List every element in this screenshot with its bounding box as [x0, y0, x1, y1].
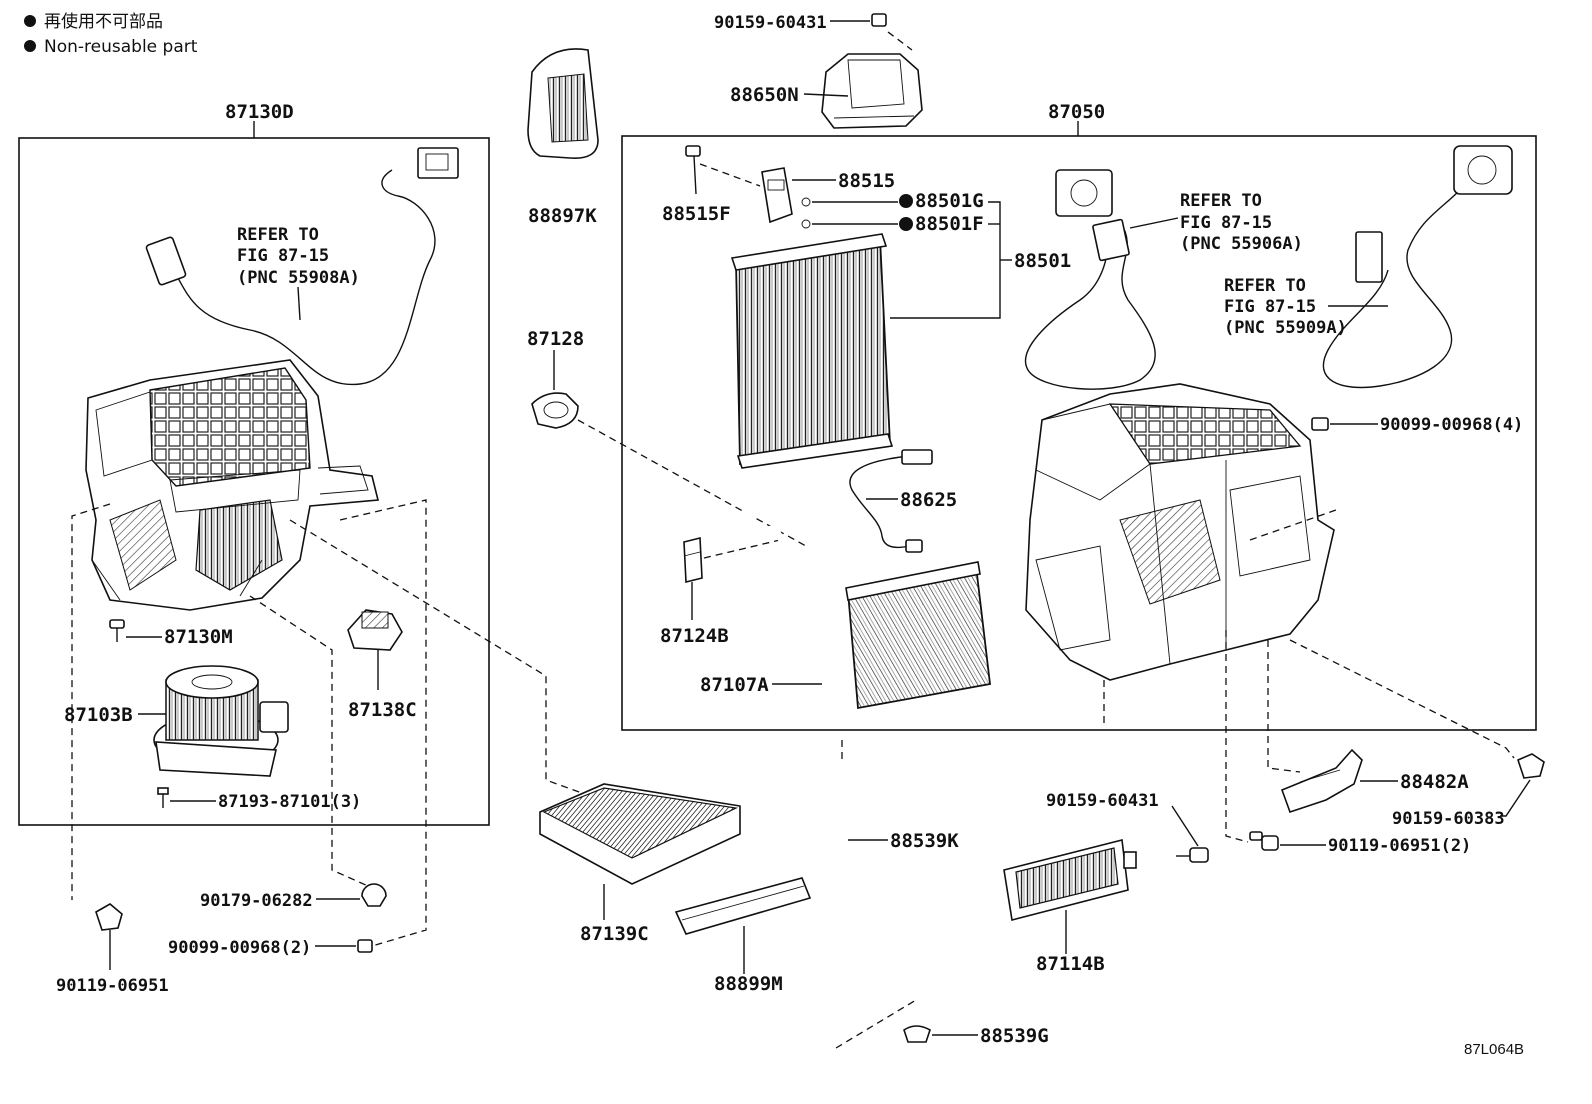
- heater-87114B: 87114B: [1003, 839, 1137, 975]
- blower-housing-illustration: [85, 359, 380, 611]
- screw-87193-87101: 87193-87101(3): [157, 787, 361, 812]
- label-87138C: 87138C: [348, 699, 417, 721]
- screw-90099-00968-2: 90099-00968(2): [168, 938, 373, 958]
- control-module-88650N: 88650N: [730, 31, 923, 129]
- non-reusable-dot-icon: [899, 217, 913, 231]
- svg-text:(PNC 55908A): (PNC 55908A): [237, 268, 360, 288]
- bolt-90119-06951-2: 90119-06951(2): [1249, 831, 1471, 856]
- grommet-88539G: 88539G: [903, 1025, 1049, 1047]
- screw-90159-60383: 90159-60383: [1392, 753, 1545, 829]
- label-88897K: 88897K: [528, 205, 597, 227]
- label-88650N: 88650N: [730, 84, 799, 106]
- legend-english: Non-reusable part: [44, 37, 198, 57]
- label-88539K: 88539K: [890, 830, 959, 852]
- svg-text:REFER TO: REFER TO: [237, 225, 319, 245]
- label-88482A: 88482A: [1400, 771, 1469, 793]
- o-ring-88501G: 88501G: [801, 190, 984, 212]
- bolt-88515F: 88515F: [662, 145, 761, 225]
- cover-88899M: 88899M: [674, 877, 812, 995]
- hvac-harness-c-illustration: [1322, 145, 1513, 389]
- blower-motor-87103B: 87103B: [64, 665, 289, 777]
- hvac-harness-b-illustration: [1025, 169, 1179, 390]
- label-87050: 87050: [1048, 101, 1105, 123]
- bracket-88482A: 88482A: [1280, 748, 1469, 814]
- non-reusable-dot-icon: [899, 194, 913, 208]
- illustration-id: 87L064B: [1464, 1041, 1524, 1058]
- svg-text:(PNC 55906A): (PNC 55906A): [1180, 234, 1303, 254]
- hvac-unit-group: 87050 88515F 88515 88501G 88501F: [621, 101, 1537, 731]
- legend-japanese: 再使用不可部品: [44, 11, 163, 32]
- expansion-valve-88515: 88515: [761, 167, 895, 224]
- label-87103B: 87103B: [64, 704, 133, 726]
- refer-note-b: REFER TO FIG 87-15 (PNC 55906A): [1180, 191, 1303, 254]
- label-90099-00968-2: 90099-00968(2): [168, 938, 311, 958]
- refer-note-c: REFER TO FIG 87-15 (PNC 55909A): [1224, 276, 1347, 338]
- label-90159-60431-top: 90159-60431: [714, 13, 827, 33]
- non-reusable-dot-icon: [24, 15, 36, 27]
- hvac-case-illustration: [1025, 383, 1335, 681]
- sensor-88625: 88625: [849, 449, 957, 553]
- clip-87124B: 87124B: [660, 536, 781, 647]
- svg-text:REFER TO: REFER TO: [1180, 191, 1262, 211]
- non-reusable-dot-icon: [24, 40, 36, 52]
- evaporator-88501: [730, 233, 894, 469]
- screw-90159-60431-top: 90159-60431: [714, 13, 887, 33]
- heater-core-87107A: 87107A: [700, 504, 991, 710]
- refer-note-a: REFER TO FIG 87-15 (PNC 55908A): [237, 225, 360, 321]
- svg-text:FIG 87-15: FIG 87-15: [1180, 213, 1272, 233]
- blower-assembly-group: 87130D REFER TO FIG 87-15 (PNC 55908A): [18, 101, 591, 947]
- grommet-87128: 87128: [527, 328, 807, 547]
- svg-text:FIG 87-15: FIG 87-15: [237, 246, 329, 266]
- hvac-unit-frame: [621, 135, 1537, 731]
- svg-text:(PNC 55909A): (PNC 55909A): [1224, 318, 1347, 338]
- label-90119-06951-2: 90119-06951(2): [1328, 836, 1471, 856]
- duct-88897K: 88897K: [527, 48, 599, 227]
- clip-90179-06282: 90179-06282: [200, 883, 387, 911]
- svg-text:FIG 87-15: FIG 87-15: [1224, 297, 1316, 317]
- label-90159-60431-mid: 90159-60431: [1046, 791, 1159, 811]
- label-87139C: 87139C: [580, 923, 649, 945]
- screw-90159-60431-mid: 90159-60431: [1046, 791, 1209, 863]
- o-ring-88501F: 88501F: [801, 213, 984, 235]
- label-88899M: 88899M: [714, 973, 783, 995]
- screw-87130M: 87130M: [109, 619, 233, 648]
- clip-87138C: 87138C: [347, 609, 417, 721]
- label-87193-87101: 87193-87101(3): [218, 792, 361, 812]
- label-88515F: 88515F: [662, 203, 731, 225]
- cabin-filter-87139C: 87139C: [539, 783, 741, 945]
- label-88539G: 88539G: [980, 1025, 1049, 1047]
- label-87130M: 87130M: [164, 626, 233, 648]
- label-88501: 88501: [1014, 250, 1071, 272]
- label-87128: 87128: [527, 328, 584, 350]
- label-88501F: 88501F: [915, 213, 984, 235]
- label-88625: 88625: [900, 489, 957, 511]
- label-87114B: 87114B: [1036, 953, 1105, 975]
- label-88501G: 88501G: [915, 190, 984, 212]
- screw-90099-00968-4: 90099-00968(4): [1311, 415, 1523, 435]
- label-90099-00968-4: 90099-00968(4): [1380, 415, 1523, 435]
- label-87107A: 87107A: [700, 674, 769, 696]
- svg-text:REFER TO: REFER TO: [1224, 276, 1306, 296]
- blower-wire-harness-illustration: [145, 147, 459, 386]
- label-87124B: 87124B: [660, 625, 729, 647]
- drain-hose-88539K: 88539K: [830, 760, 959, 1049]
- label-87130D: 87130D: [225, 101, 294, 123]
- bolt-90119-06951: 90119-06951: [56, 903, 169, 996]
- label-90119-06951: 90119-06951: [56, 976, 169, 996]
- legend: 再使用不可部品 Non-reusable part: [24, 11, 198, 57]
- label-90179-06282: 90179-06282: [200, 891, 313, 911]
- label-90159-60383: 90159-60383: [1392, 809, 1505, 829]
- label-88515: 88515: [838, 170, 895, 192]
